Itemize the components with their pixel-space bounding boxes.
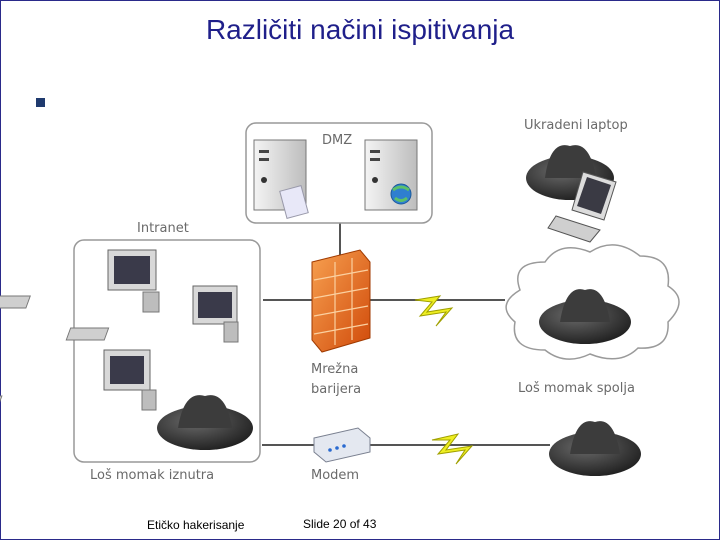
workstation-icon [0, 249, 160, 313]
inside-attacker-label: Loš momak iznutra [90, 468, 214, 483]
black-hat-icon [157, 395, 253, 450]
dmz-label: DMZ [322, 133, 352, 148]
black-hat-icon [549, 421, 641, 476]
stolen-laptop-label: Ukradeni laptop [524, 118, 628, 133]
firewall-label-line2: barijera [311, 382, 361, 397]
modem-label: Modem [311, 468, 359, 483]
footer-course: Etičko hakerisanje [147, 518, 245, 532]
lightning-icon [431, 433, 474, 465]
lightning-icon [414, 295, 454, 327]
firewall-icon [311, 249, 371, 353]
web-server-icon [364, 139, 418, 211]
intranet-label: Intranet [137, 221, 189, 236]
server-icon [253, 139, 309, 219]
modem-icon [313, 427, 371, 463]
slide-title: Različiti načini ispitivanja [205, 14, 515, 45]
outside-attacker-label: Loš momak spolja [518, 381, 635, 396]
dmz-zone: DMZ [245, 122, 433, 224]
firewall-label-line1: Mrežna [311, 362, 358, 377]
black-hat-icon [539, 289, 631, 344]
bullet-marker [36, 98, 45, 107]
laptop-icon [547, 171, 617, 243]
intranet-zone: Intranet Loš momak iznutra [0, 221, 261, 483]
workstation-icon [0, 349, 157, 411]
footer-slide-number: Slide 20 of 43 [303, 517, 377, 531]
workstation-icon [65, 285, 239, 343]
